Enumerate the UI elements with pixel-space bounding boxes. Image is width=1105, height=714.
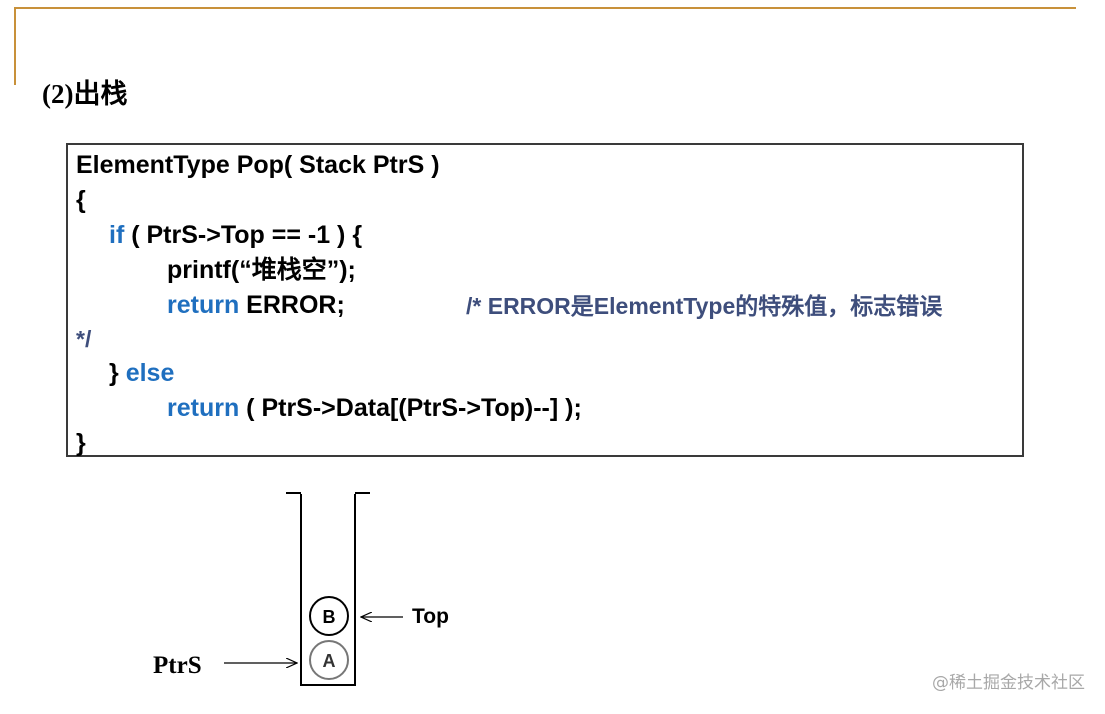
keyword-return: return bbox=[167, 291, 240, 319]
node-b-label: B bbox=[322, 607, 336, 627]
code-line-7: } else bbox=[109, 357, 174, 389]
code-line-5: return ERROR; bbox=[167, 289, 345, 321]
keyword-return: return bbox=[167, 394, 240, 422]
stack-diagram-svg bbox=[224, 492, 403, 686]
code-text: } bbox=[109, 359, 126, 387]
stack-container bbox=[300, 494, 356, 686]
code-text: ( PtrS->Top == -1 ) { bbox=[124, 221, 363, 249]
watermark: @稀土掘金技术社区 bbox=[932, 673, 1085, 693]
code-line-6: */ bbox=[76, 326, 92, 352]
code-line-9: } bbox=[76, 429, 86, 457]
code-line-1: ElementType Pop( Stack PtrS ) bbox=[76, 151, 440, 179]
top-rule bbox=[14, 7, 1076, 9]
keyword-if: if bbox=[109, 221, 125, 249]
ptrs-pointer-label: PtrS bbox=[153, 652, 202, 679]
node-a-label: A bbox=[322, 651, 336, 671]
code-line-2: { bbox=[76, 186, 86, 214]
section-heading: (2)出栈 bbox=[42, 79, 128, 109]
top-pointer-label: Top bbox=[412, 605, 449, 628]
left-rule bbox=[14, 7, 16, 85]
code-box: ElementType Pop( Stack PtrS ) { if ( Ptr… bbox=[66, 143, 1024, 457]
node-a-circle bbox=[309, 640, 349, 680]
code-text: ( PtrS->Data[(PtrS->Top)--] ); bbox=[239, 394, 582, 422]
code-comment: /* ERROR是ElementType的特殊值，标志错误 bbox=[466, 293, 943, 319]
code-line-8: return ( PtrS->Data[(PtrS->Top)--] ); bbox=[167, 392, 582, 424]
code-line-4: printf(“堆栈空”); bbox=[167, 256, 356, 284]
keyword-else: else bbox=[125, 359, 175, 387]
node-b-circle bbox=[309, 596, 349, 636]
stack-diagram: B A Top PtrS bbox=[0, 480, 520, 714]
code-text: ERROR; bbox=[239, 291, 345, 319]
code-line-3: if ( PtrS->Top == -1 ) { bbox=[109, 219, 362, 251]
